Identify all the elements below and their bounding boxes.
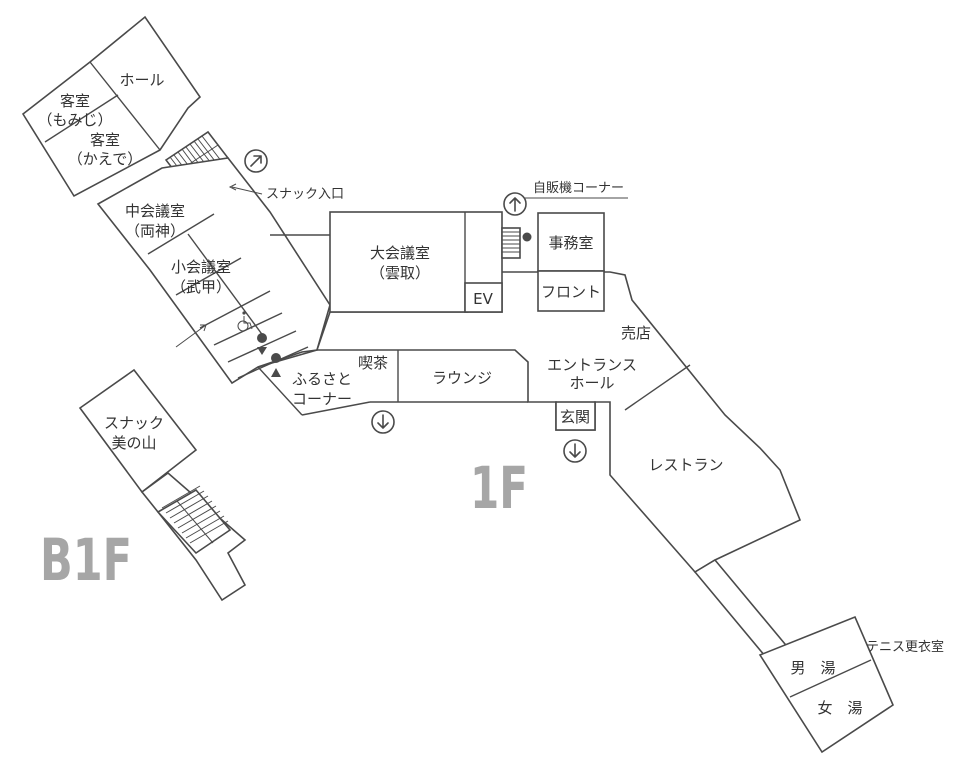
label-guest-kaede-name: （かえで） (68, 150, 143, 168)
label-genkan: 玄関 (560, 408, 590, 426)
arrow-up-icon (503, 192, 527, 216)
bath-block-outline (758, 615, 894, 754)
label-hall: ホール (119, 71, 164, 89)
office-block (537, 212, 605, 312)
label-tennis: テニス更衣室 (866, 639, 944, 655)
label-sho-kaigi: 小会議室 (171, 258, 231, 276)
label-snack: スナック (104, 414, 164, 432)
label-otoko: 男 湯 (790, 659, 835, 677)
label-dai-kaigi-name: （雲取） (370, 264, 430, 282)
label-chu-kaigi: 中会議室 (125, 202, 185, 220)
label-jimu: 事務室 (548, 234, 593, 252)
label-guest-momiji: 客室 (60, 92, 90, 110)
label-snack-name: 美の山 (111, 434, 156, 452)
wheelchair-icon (237, 311, 253, 332)
arrow-down-icon (371, 410, 395, 434)
label-entrance: エントランス (547, 356, 637, 374)
vending-marker (522, 232, 532, 242)
arrow-up-right-icon (244, 149, 268, 173)
label-furusato: ふるさと (292, 370, 352, 388)
label-onna: 女 湯 (817, 699, 862, 717)
central-area-outline (257, 271, 802, 574)
label-kissa: 喫茶 (358, 354, 388, 372)
jimu-room (537, 212, 605, 272)
restroom-icon (257, 333, 281, 377)
bath-wing (693, 558, 894, 754)
snack-room-outline (78, 368, 198, 494)
label-furusato-corner: コーナー (292, 390, 352, 408)
conference-wing (96, 157, 331, 385)
label-snack-entrance: スナック入口 (266, 187, 344, 202)
genkan-box (555, 401, 596, 431)
label-lounge: ラウンジ (432, 369, 492, 387)
stairs-vending (501, 227, 521, 259)
floor-label-b1f: B1F (40, 526, 132, 594)
stairs-b1f (156, 485, 232, 555)
label-guest-momiji-name: （もみじ） (37, 111, 112, 129)
bath-corridor (693, 558, 792, 664)
elevator (464, 282, 503, 313)
label-guest-kaede: 客室 (90, 131, 120, 149)
label-sho-kaigi-name: （武甲） (171, 278, 231, 296)
label-baiten: 売店 (621, 324, 651, 342)
front-desk (537, 270, 605, 312)
label-entrance-hall: ホール (569, 374, 614, 392)
snack-entrance-pointer (231, 186, 263, 195)
label-dai-kaigi: 大会議室 (370, 244, 430, 262)
arrow-down-icon (563, 439, 587, 463)
dai-kaigi-block (270, 211, 521, 313)
label-vending: 自販機コーナー (533, 181, 624, 196)
label-restaurant: レストラン (648, 456, 723, 474)
label-front: フロント (541, 283, 601, 301)
label-chu-kaigi-name: （両神） (125, 222, 185, 240)
central-area (257, 271, 802, 574)
floor-label-1f: 1F (470, 454, 528, 522)
b1f-wing (78, 368, 247, 602)
northwest-wing-outline (21, 15, 202, 198)
label-ev: EV (473, 290, 493, 308)
